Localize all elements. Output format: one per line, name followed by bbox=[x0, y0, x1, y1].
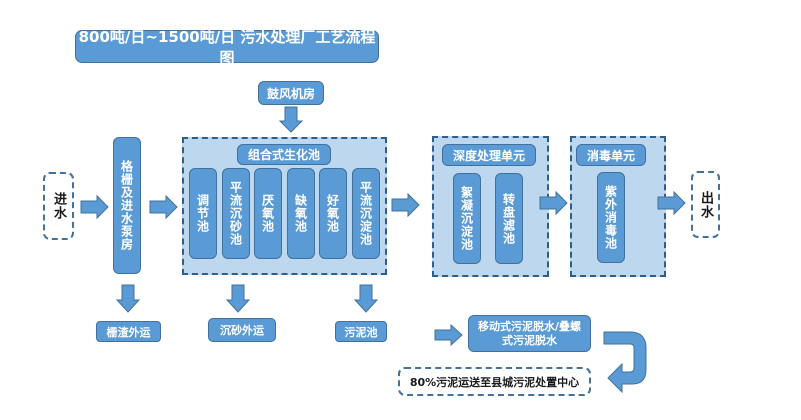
stage-label: 厌氧池 bbox=[260, 194, 275, 233]
stage-label: 紫外消毒池 bbox=[603, 185, 618, 250]
disinfection-label: 消毒单元 bbox=[576, 144, 646, 166]
advanced-stage-disc-filter: 转盘滤池 bbox=[495, 173, 523, 264]
arrow-down-icon bbox=[225, 284, 251, 313]
bio-stage-aerobic-tank: 好氧池 bbox=[319, 168, 347, 259]
stage-label: 好氧池 bbox=[325, 194, 340, 233]
stage-label: 平流沉砂池 bbox=[228, 181, 243, 246]
arrow-down-icon bbox=[353, 284, 379, 313]
bio-stage-sedimentation-tank: 平流沉淀池 bbox=[352, 168, 380, 259]
sludge-disposal-center: 80%污泥运送至县城污泥处置中心 bbox=[398, 367, 591, 396]
arrow-right-icon bbox=[149, 194, 178, 220]
advanced-treatment-label: 深度处理单元 bbox=[442, 144, 536, 166]
sludge-tank: 污泥池 bbox=[335, 321, 387, 342]
arrow-down-icon bbox=[115, 284, 141, 313]
arrow-right-icon bbox=[657, 190, 686, 216]
inlet-node: 进水 bbox=[43, 172, 74, 240]
bio-stage-anaerobic-tank: 厌氧池 bbox=[254, 168, 282, 259]
stage-label: 转盘滤池 bbox=[501, 192, 516, 245]
arrow-right-icon bbox=[434, 323, 463, 347]
bio-tank-label: 组合式生化池 bbox=[237, 144, 331, 165]
arrow-right-icon bbox=[539, 190, 568, 216]
arrow-right-icon bbox=[391, 192, 420, 218]
stage-label: 平流沉淀池 bbox=[358, 181, 373, 246]
bio-stage-anoxic-tank: 缺氧池 bbox=[287, 168, 315, 259]
bio-stage-regulating-tank: 调节池 bbox=[189, 168, 217, 259]
stage-label: 缺氧池 bbox=[293, 194, 308, 233]
sludge-dewatering: 移动式污泥脱水/叠螺式污泥脱水 bbox=[468, 315, 591, 352]
stage-label: 调节池 bbox=[195, 194, 210, 233]
grit-disposal: 沉砂外运 bbox=[208, 318, 276, 342]
outlet-node: 出水 bbox=[691, 171, 720, 238]
blower-room: 鼓风机房 bbox=[258, 81, 324, 105]
diagram-title: 800吨/日~1500吨/日 污水处理厂工艺流程图 bbox=[75, 28, 379, 67]
outlet-label: 出水 bbox=[698, 190, 713, 219]
stage-label: 絮凝沉淀池 bbox=[459, 186, 474, 251]
inlet-label: 进水 bbox=[51, 192, 66, 220]
curved-arrow-icon bbox=[603, 331, 647, 394]
screen-pump-house-label: 格栅及进水泵房 bbox=[119, 160, 134, 251]
arrow-right-icon bbox=[80, 194, 109, 220]
screen-pump-house: 格栅及进水泵房 bbox=[113, 137, 141, 274]
bio-stage-grit-chamber: 平流沉砂池 bbox=[222, 168, 250, 259]
advanced-stage-flocculation-tank: 絮凝沉淀池 bbox=[453, 173, 481, 264]
arrow-down-icon bbox=[278, 106, 304, 133]
disinfection-stage-uv-tank: 紫外消毒池 bbox=[597, 172, 625, 263]
screenings-disposal: 栅渣外运 bbox=[96, 321, 161, 342]
